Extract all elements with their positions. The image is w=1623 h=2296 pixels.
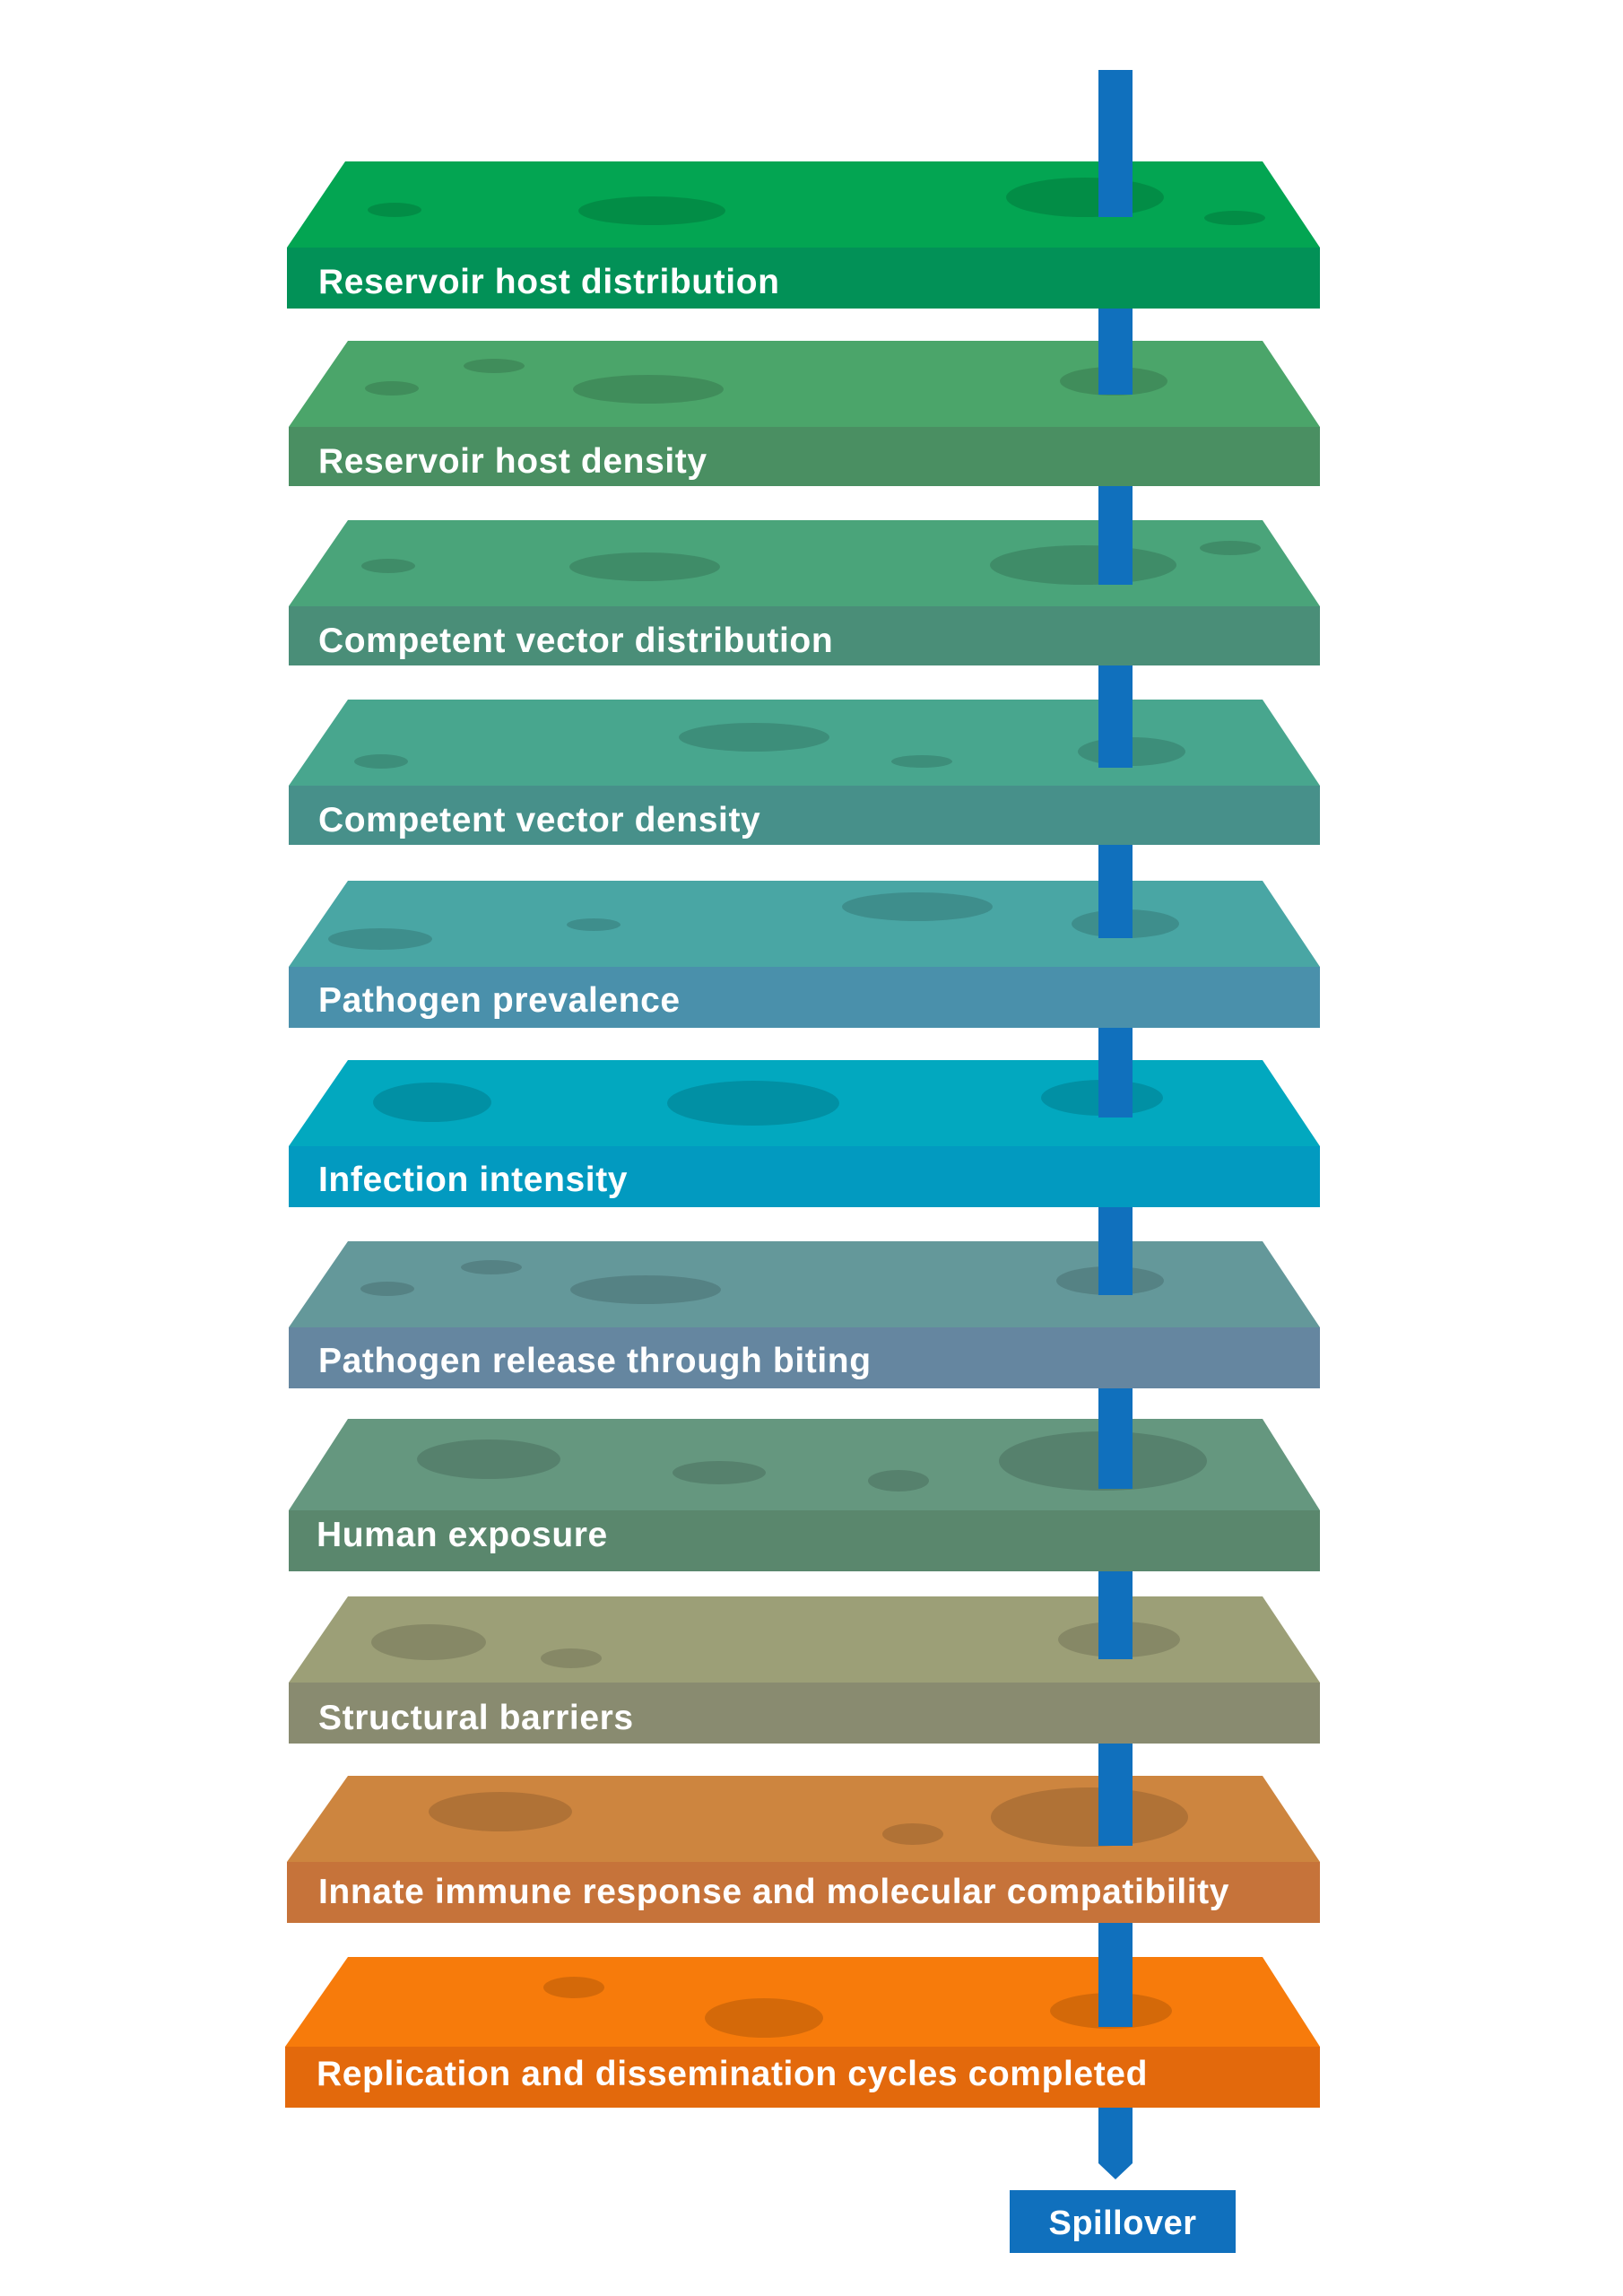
layer-hole	[429, 1792, 572, 1831]
pipe-segment	[1098, 1957, 1133, 2027]
layer-hole	[543, 1977, 604, 1998]
pipe-segment	[1098, 520, 1133, 585]
layer-hole	[371, 1624, 486, 1660]
pipe-segment	[1098, 161, 1133, 217]
layer-hole	[991, 1787, 1188, 1847]
layer-top-surface	[289, 881, 1320, 967]
spillover-label: Spillover	[1049, 2205, 1197, 2242]
layer-front-face	[289, 606, 1320, 665]
layer-hole	[461, 1260, 522, 1274]
layer-top-surface	[289, 700, 1320, 786]
pipe-segment	[1098, 341, 1133, 395]
layer-hole	[673, 1461, 766, 1484]
layer-hole	[354, 754, 408, 769]
pipe-segment	[1098, 1060, 1133, 1118]
layer-reservoir-host-distribution: Reservoir host distribution	[287, 161, 1320, 309]
layer-top-surface	[289, 1241, 1320, 1327]
pipe-segment	[1098, 881, 1133, 938]
layer-top-surface	[287, 161, 1320, 248]
layer-hole	[368, 203, 421, 217]
layer-hole	[882, 1823, 943, 1845]
layer-hole	[360, 1282, 414, 1296]
layer-hole	[891, 755, 952, 768]
spillover-box	[1010, 2190, 1236, 2253]
layer-hole	[1204, 211, 1265, 225]
pipe-segment	[1098, 1776, 1133, 1846]
layer-pathogen-release-through-biting: Pathogen release through biting	[289, 1241, 1320, 1388]
layer-front-face	[289, 1146, 1320, 1207]
spillover-endpoint: Spillover	[1010, 2190, 1236, 2253]
layer-innate-immune-response: Innate immune response and molecular com…	[287, 1776, 1320, 1923]
layer-top-surface	[285, 1957, 1320, 2047]
layer-infection-intensity: Infection intensity	[289, 1060, 1320, 1207]
layer-hole	[667, 1081, 839, 1126]
layer-label: Human exposure	[317, 1516, 608, 1554]
layer-reservoir-host-density: Reservoir host density	[289, 341, 1320, 486]
layer-front-face	[287, 248, 1320, 309]
layer-replication-and-dissemination: Replication and dissemination cycles com…	[285, 1957, 1320, 2108]
layer-front-face	[285, 2047, 1320, 2108]
layer-hole	[361, 559, 415, 573]
layer-competent-vector-density: Competent vector density	[289, 700, 1320, 845]
layer-front-face	[289, 427, 1320, 486]
pipe-segment	[1098, 1419, 1133, 1489]
layer-hole	[990, 545, 1176, 585]
layer-top-surface	[289, 1060, 1320, 1146]
layer-hole	[365, 381, 419, 396]
layer-hole	[328, 928, 432, 950]
layer-label: Competent vector density	[318, 801, 760, 839]
layer-hole	[373, 1083, 491, 1122]
layer-label: Infection intensity	[318, 1161, 628, 1199]
layer-label: Competent vector distribution	[318, 622, 833, 660]
layer-front-face	[287, 1862, 1320, 1923]
layer-hole	[417, 1439, 560, 1479]
layer-label: Pathogen prevalence	[318, 981, 681, 1020]
layer-hole	[567, 918, 621, 931]
pipe-segment	[1098, 1241, 1133, 1295]
layer-front-face	[289, 1327, 1320, 1388]
layer-top-surface	[289, 1419, 1320, 1510]
layer-front-face	[289, 967, 1320, 1028]
layer-pathogen-prevalence: Pathogen prevalence	[289, 881, 1320, 1028]
layer-front-face	[289, 1510, 1320, 1571]
pipe-segment	[1098, 700, 1133, 768]
layer-top-surface	[289, 341, 1320, 427]
pipe-segment	[1098, 1596, 1133, 1659]
layer-label: Innate immune response and molecular com…	[318, 1873, 1229, 1911]
pipe-arrow-tip	[1098, 2108, 1133, 2179]
layer-hole	[1006, 178, 1164, 217]
layer-front-face	[289, 1683, 1320, 1744]
layer-hole	[464, 359, 525, 373]
layer-label: Reservoir host density	[318, 442, 707, 481]
layer-hole	[570, 1275, 721, 1304]
layer-hole	[578, 196, 725, 225]
layer-hole	[842, 892, 993, 921]
layer-hole	[569, 552, 720, 581]
layer-hole	[573, 375, 724, 404]
layer-top-surface	[287, 1776, 1320, 1862]
layer-hole	[679, 723, 829, 752]
layer-hole	[705, 1998, 823, 2038]
layer-human-exposure: Human exposure	[289, 1419, 1320, 1571]
layer-top-surface	[289, 520, 1320, 606]
layer-label: Structural barriers	[318, 1699, 634, 1737]
layer-label: Replication and dissemination cycles com…	[317, 2055, 1148, 2093]
layer-hole	[868, 1470, 929, 1492]
layer-competent-vector-distribution: Competent vector distribution	[289, 520, 1320, 665]
layer-label: Pathogen release through biting	[318, 1342, 872, 1380]
layer-label: Reservoir host distribution	[318, 263, 780, 301]
layer-front-face	[289, 786, 1320, 845]
layer-structural-barriers: Structural barriers	[289, 1596, 1320, 1744]
layer-hole	[1200, 541, 1261, 555]
barrier-layers: Reservoir host distribution Reservoir ho…	[285, 161, 1320, 2108]
layer-hole	[541, 1648, 602, 1668]
layer-top-surface	[289, 1596, 1320, 1683]
